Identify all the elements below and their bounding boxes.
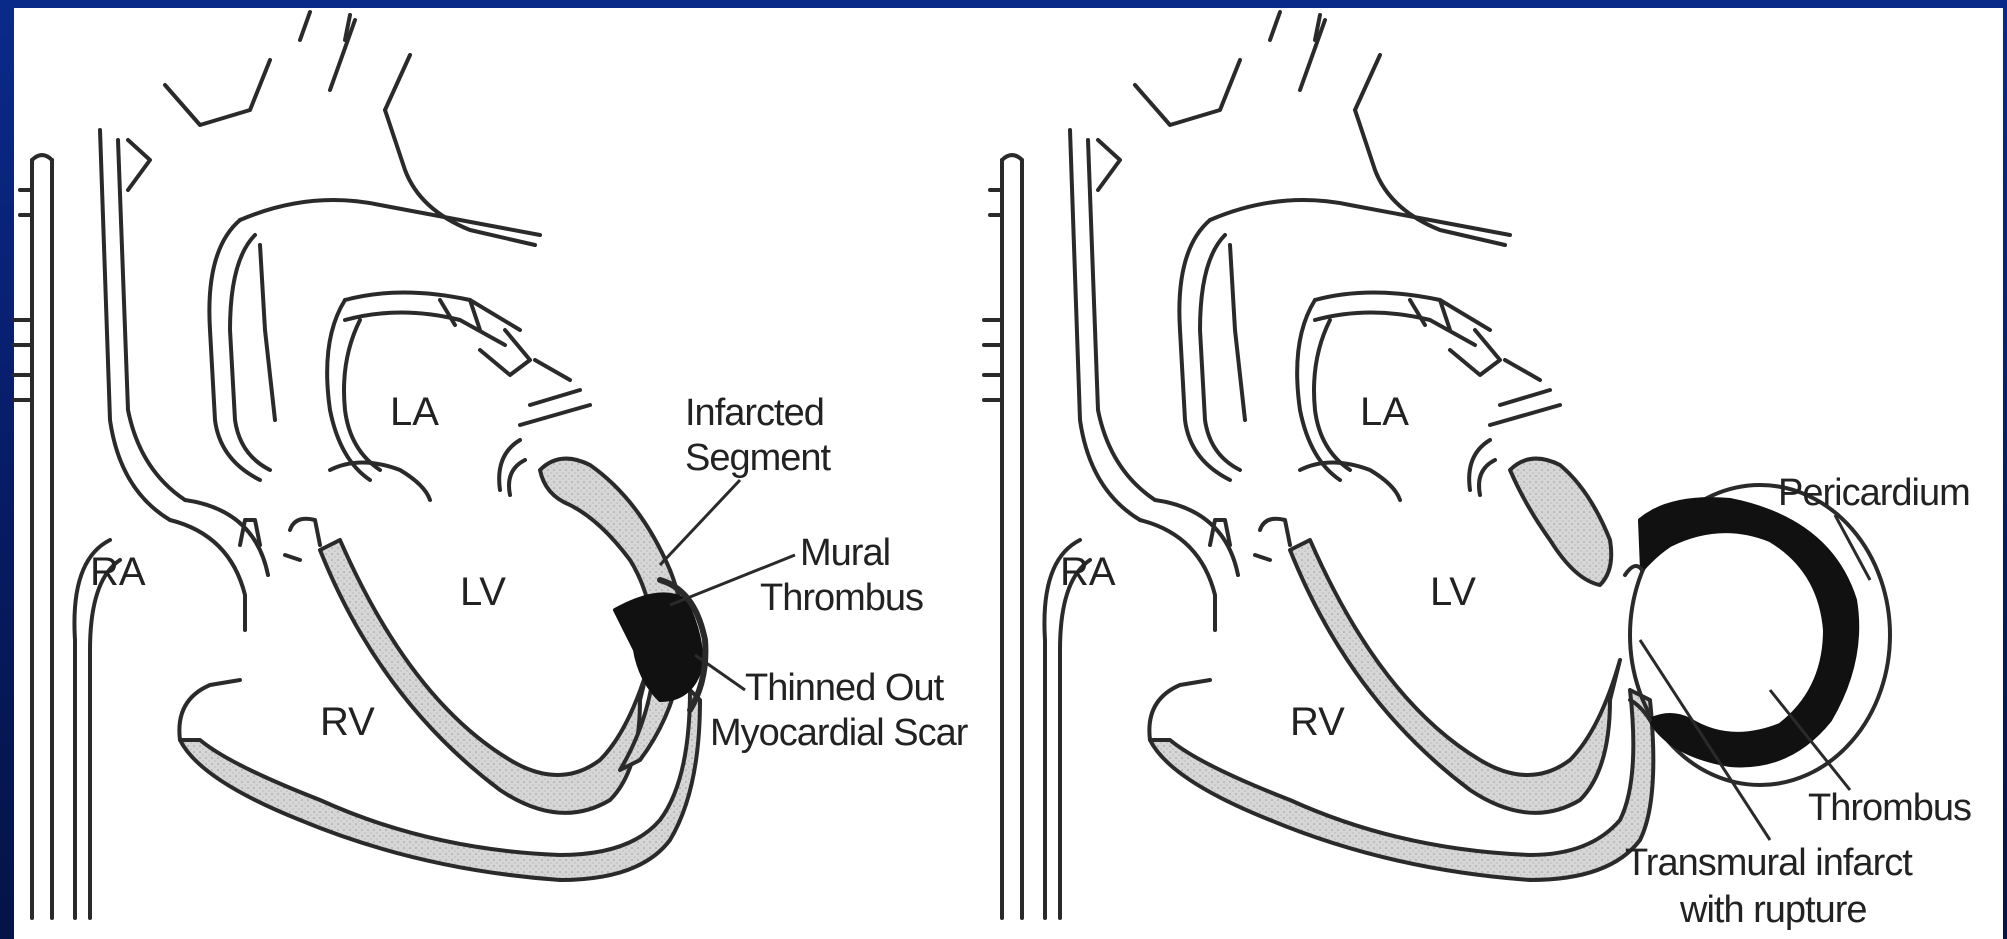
transmural-infarct-label-2: with rupture bbox=[1679, 889, 1867, 931]
right-heart-diagram bbox=[984, 12, 1890, 918]
right-la-interior bbox=[1210, 440, 1495, 560]
left-annotations: Infarcted Segment Mural Thrombus Thinned… bbox=[660, 392, 969, 754]
right-lv-label: LV bbox=[1430, 570, 1476, 614]
left-aorta bbox=[165, 12, 540, 480]
left-ra-label: RA bbox=[90, 550, 146, 594]
infarcted-segment-label: Infarcted bbox=[685, 392, 824, 434]
thinned-scar-label-2: Myocardial Scar bbox=[710, 712, 969, 754]
transmural-infarct-label: Transmural infarct bbox=[1625, 842, 1913, 884]
left-chamber-labels: LA RA LV RV bbox=[90, 390, 506, 744]
thrombus-label: Thrombus bbox=[1808, 787, 1971, 829]
right-pulmonary-artery bbox=[1297, 293, 1560, 481]
left-pulmonary-artery bbox=[327, 293, 590, 481]
pericardium-label: Pericardium bbox=[1778, 472, 1970, 514]
infarcted-segment-label-2: Segment bbox=[685, 437, 832, 479]
left-la-interior bbox=[240, 440, 525, 560]
left-heart-diagram bbox=[14, 12, 705, 918]
right-thrombus bbox=[1640, 499, 1857, 765]
mural-thrombus-label-2: Thrombus bbox=[760, 577, 923, 619]
right-la-label: LA bbox=[1360, 390, 1409, 434]
right-rv-label: RV bbox=[1290, 700, 1345, 744]
left-rv-label: RV bbox=[320, 700, 375, 744]
left-mural-thrombus bbox=[615, 594, 701, 700]
right-aorta bbox=[1135, 12, 1510, 480]
right-lv-upper-wall bbox=[1510, 459, 1611, 585]
right-ra-label: RA bbox=[1060, 550, 1116, 594]
right-chamber-labels: LA RA LV RV bbox=[1060, 390, 1476, 744]
thinned-scar-label: Thinned Out bbox=[745, 667, 945, 709]
mural-thrombus-label: Mural bbox=[800, 532, 890, 574]
infarcted-segment-leader bbox=[660, 480, 740, 565]
left-la-label: LA bbox=[390, 390, 439, 434]
left-lv-label: LV bbox=[460, 570, 506, 614]
